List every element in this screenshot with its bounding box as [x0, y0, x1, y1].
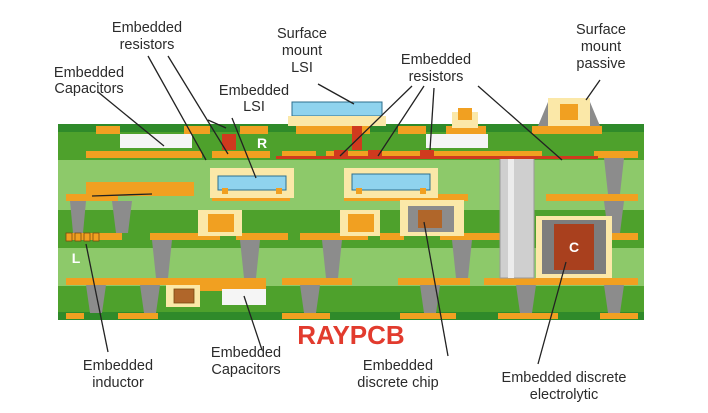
via	[140, 285, 160, 313]
label-embedded-discrete-electrolytic: Embedded discrete electrolytic	[502, 370, 627, 403]
label-embedded-inductor: Embedded inductor	[83, 358, 153, 391]
bottom-chip	[173, 288, 195, 304]
svg-text:Surface: Surface	[277, 26, 327, 42]
copper-pad	[398, 126, 426, 134]
svg-text:Embedded: Embedded	[83, 358, 153, 374]
surface-mount-lsi	[288, 101, 386, 126]
copper-trace	[440, 233, 516, 240]
brand-watermark: RAYPCB	[297, 320, 404, 350]
copper-trace	[212, 151, 270, 158]
inductor-marker: L	[72, 250, 81, 266]
svg-text:Embedded: Embedded	[363, 358, 433, 374]
copper-trace	[282, 278, 352, 285]
label-surface-mount-passive: Surface mount passive	[576, 22, 626, 72]
svg-text:Capacitors: Capacitors	[54, 81, 123, 97]
via	[420, 285, 440, 313]
copper-pad	[400, 313, 456, 319]
svg-text:Surface: Surface	[576, 22, 626, 38]
via	[300, 285, 320, 313]
copper-trace	[236, 233, 288, 240]
embedded-resistors	[222, 126, 434, 158]
copper-trace	[86, 151, 202, 158]
copper-pad	[184, 126, 210, 134]
embedded-lsi-left	[210, 168, 294, 198]
svg-text:resistors: resistors	[409, 69, 464, 85]
embedded-electrolytic	[536, 216, 612, 278]
label-embedded-capacitors-bottom: Embedded Capacitors	[211, 345, 281, 378]
svg-text:Embedded: Embedded	[401, 52, 471, 68]
copper-pad	[66, 313, 84, 319]
via	[152, 240, 172, 278]
copper-pad	[96, 126, 120, 134]
svg-text:Embedded: Embedded	[211, 345, 281, 361]
via	[112, 201, 132, 233]
solder-mask-bottom	[58, 312, 644, 320]
copper-trace	[66, 278, 196, 285]
svg-text:Capacitors: Capacitors	[211, 362, 280, 378]
copper-trace	[194, 278, 266, 285]
label-embedded-discrete-chip: Embedded discrete chip	[357, 358, 438, 391]
copper-trace	[604, 233, 638, 240]
copper-trace	[150, 233, 220, 240]
copper-pad	[296, 126, 370, 134]
embedded-capacitor-white	[120, 134, 192, 148]
via	[604, 158, 624, 194]
surface-mount-small	[452, 108, 478, 128]
copper-pad	[446, 126, 486, 134]
vias	[70, 158, 624, 313]
copper-pad	[600, 313, 638, 319]
copper-trace	[380, 233, 404, 240]
via	[452, 240, 472, 278]
leader-lines	[85, 55, 601, 365]
svg-text:electrolytic: electrolytic	[530, 387, 599, 403]
copper-trace	[300, 233, 368, 240]
copper-trace	[546, 194, 638, 201]
via	[322, 240, 342, 278]
via	[240, 240, 260, 278]
via	[604, 285, 624, 313]
capacitor-marker: C	[569, 239, 579, 255]
svg-text:Embedded: Embedded	[54, 65, 124, 81]
svg-text:resistors: resistors	[120, 37, 175, 53]
label-embedded-resistors-left: Embedded resistors	[112, 20, 182, 53]
embedded-capacitor-plate-top	[86, 182, 194, 196]
svg-text:passive: passive	[576, 56, 625, 72]
svg-text:LSI: LSI	[291, 60, 313, 76]
copper-trace	[594, 151, 638, 158]
via	[516, 285, 536, 313]
thermal-plug-highlight	[508, 158, 514, 278]
label-surface-mount-lsi: Surface mount LSI	[277, 26, 327, 76]
svg-text:LSI: LSI	[243, 99, 265, 115]
embedded-discrete-chip	[198, 200, 464, 236]
label-embedded-resistors-right: Embedded resistors	[401, 52, 471, 85]
copper-trace	[66, 194, 118, 201]
copper-pad	[118, 313, 158, 319]
via	[86, 285, 106, 313]
resistor-trace	[276, 156, 598, 159]
copper-pad	[282, 313, 330, 319]
svg-text:Embedded: Embedded	[112, 20, 182, 36]
svg-text:inductor: inductor	[92, 375, 144, 391]
svg-text:Embedded: Embedded	[219, 83, 289, 99]
svg-text:mount: mount	[282, 43, 322, 59]
label-embedded-capacitors-top: Embedded Capacitors	[54, 65, 124, 97]
svg-text:mount: mount	[581, 39, 621, 55]
embedded-lsi-right	[344, 168, 438, 198]
embedded-inductor	[65, 232, 100, 242]
white-void	[426, 134, 488, 148]
label-embedded-lsi: Embedded LSI	[219, 83, 289, 115]
copper-pad	[498, 313, 558, 319]
svg-text:Embedded discrete: Embedded discrete	[502, 370, 627, 386]
surface-mount-passive	[538, 98, 600, 126]
resistor-marker: R	[257, 135, 267, 151]
svg-text:discrete chip: discrete chip	[357, 375, 438, 391]
copper-pad	[532, 126, 602, 134]
thermal-plug	[499, 157, 535, 279]
copper-trace	[282, 151, 316, 158]
embedded-capacitor-plate-bottom	[196, 285, 266, 291]
copper-pad	[240, 126, 268, 134]
via	[70, 201, 86, 233]
